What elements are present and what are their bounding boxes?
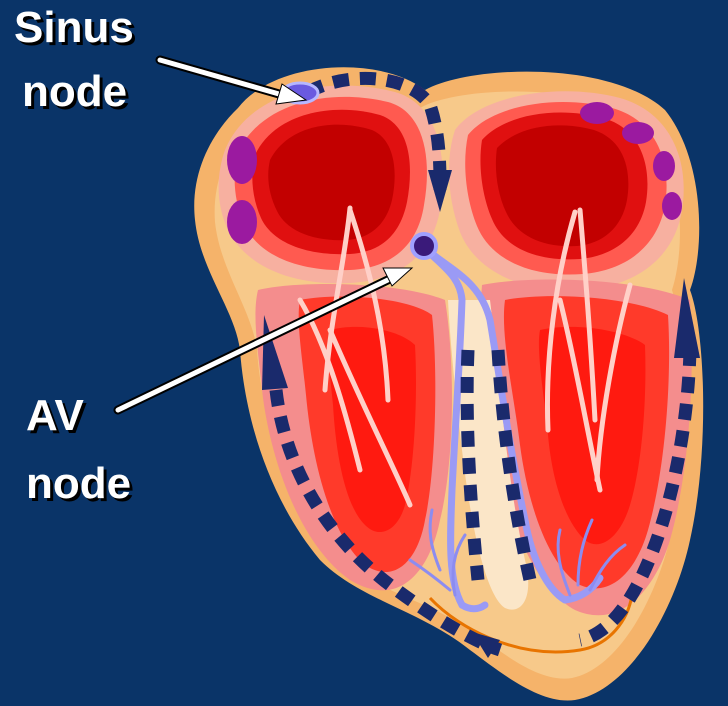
av-node-label-line1: AV (26, 392, 84, 439)
left-atrium (219, 85, 443, 283)
right-atrium (449, 91, 684, 290)
av-node-label-line2: node (26, 460, 131, 507)
sinus-node-label-line1: Sinus (14, 4, 134, 51)
av-node-marker (412, 234, 436, 258)
sinus-node-label-line2: node (22, 68, 127, 115)
